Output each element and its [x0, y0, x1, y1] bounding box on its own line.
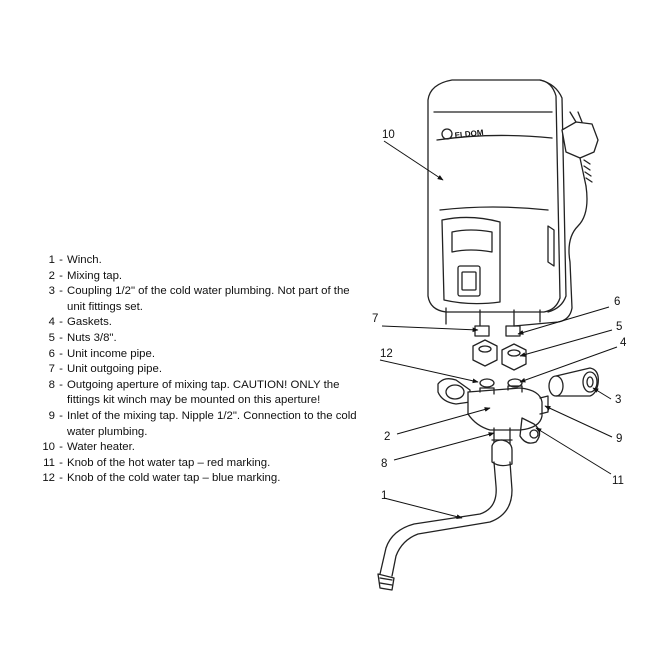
mixing-tap — [437, 378, 549, 447]
callout-9: 9 — [616, 433, 622, 445]
callout-12: 12 — [380, 348, 393, 360]
legend-item-11: 11-Knob of the hot water tap – red marki… — [43, 456, 271, 469]
leader-1 — [383, 497, 463, 519]
leader-9 — [544, 405, 613, 438]
callout-3: 3 — [615, 394, 621, 406]
legend-item-12: 12-Knob of the cold water tap – blue mar… — [42, 472, 281, 485]
leader-10 — [383, 140, 444, 181]
legend-item-4: 4-Gaskets. — [48, 316, 112, 329]
leader-6 — [517, 306, 610, 335]
legend-item-9: 9-Inlet of the mixing tap. Nipple 1/2". … — [48, 409, 357, 438]
legend-item-3: 3-Coupling 1/2" of the cold water plumbi… — [48, 285, 350, 313]
income-pipe-stub — [505, 325, 521, 337]
brand-logo-icon — [441, 128, 453, 140]
leader-12 — [379, 359, 479, 384]
leader-4 — [519, 346, 618, 383]
callout-5: 5 — [616, 321, 622, 333]
leader-7 — [381, 325, 479, 333]
callout-7: 7 — [372, 313, 378, 325]
legend-item-2: 2-Mixing tap. — [48, 269, 123, 282]
leader-8 — [393, 432, 495, 461]
winch — [377, 439, 513, 591]
callout-4: 4 — [620, 337, 627, 349]
leader-3 — [592, 387, 612, 400]
coupling — [548, 367, 599, 397]
water-heater — [427, 79, 567, 327]
leader-5 — [519, 329, 613, 357]
legend-item-10: 10-Water heater. — [42, 441, 135, 454]
callout-10: 10 — [382, 129, 395, 141]
brand-label: ELDOM — [454, 128, 484, 140]
callout-8: 8 — [381, 458, 387, 470]
nuts — [472, 339, 527, 371]
outgoing-pipe-stub — [474, 325, 490, 337]
leader-11 — [535, 427, 612, 475]
legend-item-6: 6-Unit income pipe. — [48, 347, 156, 360]
legend-item-7: 7-Unit outgoing pipe. — [48, 363, 162, 376]
gasket-right — [507, 378, 523, 388]
callout-2: 2 — [384, 431, 390, 443]
power-plug — [513, 111, 599, 327]
gasket-left — [479, 378, 495, 388]
legend-item-5: 5-Nuts 3/8". — [48, 331, 117, 344]
legend-item-8: 8-Outgoing aperture of mixing tap. CAUTI… — [48, 378, 340, 407]
parts-legend: 1-Winch. 2-Mixing tap. 3-Coupling 1/2" o… — [28, 253, 358, 487]
callout-11: 11 — [612, 475, 624, 487]
callout-6: 6 — [614, 296, 620, 308]
callout-1: 1 — [381, 490, 387, 502]
legend-item-1: 1-Winch. — [48, 254, 102, 266]
leader-2 — [396, 407, 491, 435]
